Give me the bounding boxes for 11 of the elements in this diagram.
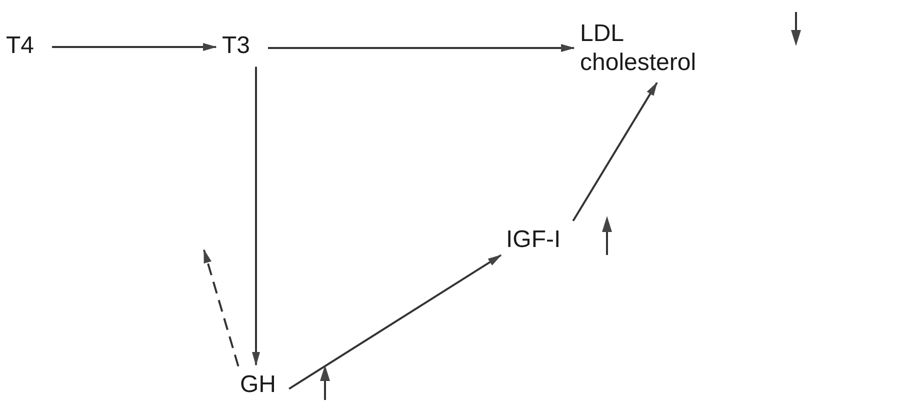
arrow: [52, 43, 217, 51]
node-label: T3: [222, 32, 252, 61]
node-label: IGF-I: [506, 226, 562, 255]
node-label: LDL cholesterol: [580, 20, 698, 78]
arrow: [268, 44, 575, 52]
node-label: T4: [6, 32, 36, 61]
arrow: [252, 66, 260, 366]
arrow: [288, 254, 502, 390]
node-label: GH: [240, 371, 277, 400]
arrow: [572, 82, 658, 222]
arrow: [203, 249, 240, 367]
